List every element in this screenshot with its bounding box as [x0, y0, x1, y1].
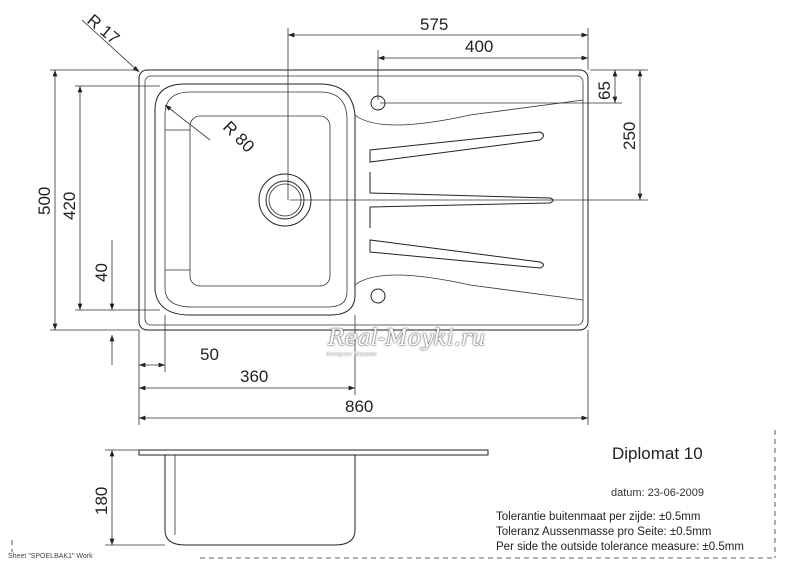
watermark-subtitle: Интернет Магазин — [326, 352, 377, 358]
dim-575: 575 — [420, 15, 448, 34]
sink-side-view — [138, 449, 489, 546]
tolerance-en: Per side the outside tolerance measure: … — [496, 541, 744, 553]
radius-17: R 17 — [83, 11, 123, 49]
model-title: Diplomat 10 — [612, 444, 703, 463]
dim-500: 500 — [35, 187, 54, 215]
dim-40: 40 — [92, 263, 111, 282]
dim-420: 420 — [60, 192, 79, 220]
tolerance-nl: Tolerantie buitenmaat per zijde: ±0.5mm — [496, 511, 701, 523]
dim-50: 50 — [200, 345, 219, 364]
sheet-label: Sheet "SPOELBAK1" Work — [8, 553, 93, 560]
dim-250: 250 — [620, 122, 639, 150]
radius-80: R 80 — [219, 117, 258, 156]
tolerance-de: Toleranz Aussenmasse pro Seite: ±0.5mm — [496, 526, 712, 538]
dim-860: 860 — [345, 397, 373, 416]
dim-360: 360 — [240, 367, 268, 386]
dim-400: 400 — [465, 37, 493, 56]
drawing-date: datum: 23-06-2009 — [611, 487, 704, 499]
dim-65: 65 — [595, 81, 614, 100]
overflow-hole-icon — [370, 288, 386, 304]
dim-180: 180 — [92, 487, 111, 515]
watermark-logo: Real-Moyki.ru — [328, 326, 486, 351]
